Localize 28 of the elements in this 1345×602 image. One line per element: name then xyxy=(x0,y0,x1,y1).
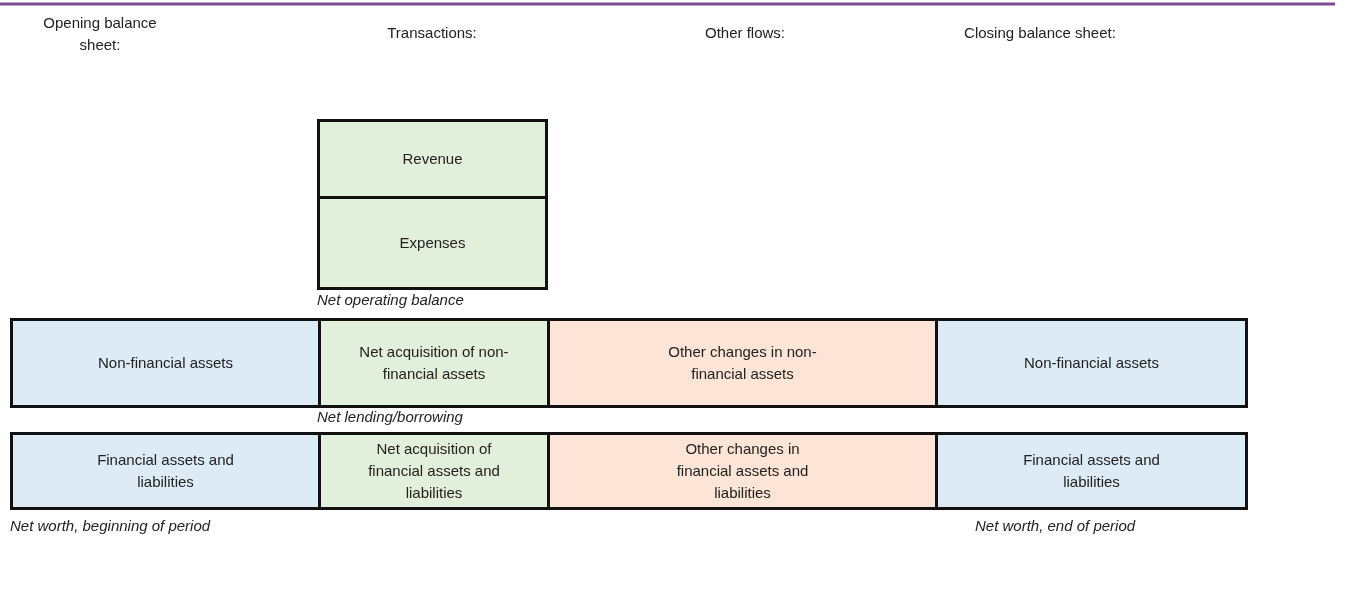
balance-note: Net operating balance xyxy=(317,290,465,310)
balance-note: Net lending/borrowing xyxy=(317,407,464,427)
balance-note: Net worth, beginning of period xyxy=(10,516,212,536)
table-box xyxy=(318,432,550,510)
box-text: Financial assets and liabilities xyxy=(1022,450,1161,492)
box-text: Other changes in financial assets and liabilities xyxy=(675,439,810,503)
table-box xyxy=(317,196,548,290)
box-text: Financial assets and liabilities xyxy=(96,450,235,492)
column-heading: Closing balance sheet: xyxy=(963,23,1117,43)
table-box xyxy=(318,318,550,408)
table-box xyxy=(935,318,1248,408)
box-text: Non-financial assets xyxy=(97,353,234,374)
box-text: Non-financial assets xyxy=(1023,353,1160,374)
column-heading: Opening balance sheet: xyxy=(42,13,158,55)
box-text: Net acquisition of financial assets and liabilities xyxy=(367,439,501,503)
table-box xyxy=(547,318,938,408)
balance-note: Net worth, end of period xyxy=(975,516,1137,536)
column-heading: Transactions: xyxy=(386,23,478,43)
column-heading: Other flows: xyxy=(704,23,786,43)
box-text: Net acquisition of non-financial assets xyxy=(358,342,510,384)
table-box xyxy=(935,432,1248,510)
box-text: Other changes in non-financial assets xyxy=(667,342,818,384)
box-text: Revenue xyxy=(402,149,463,170)
table-box xyxy=(317,119,548,199)
table-box xyxy=(547,432,938,510)
table-box xyxy=(10,432,321,510)
box-text: Expenses xyxy=(399,233,466,254)
table-box xyxy=(10,318,321,408)
